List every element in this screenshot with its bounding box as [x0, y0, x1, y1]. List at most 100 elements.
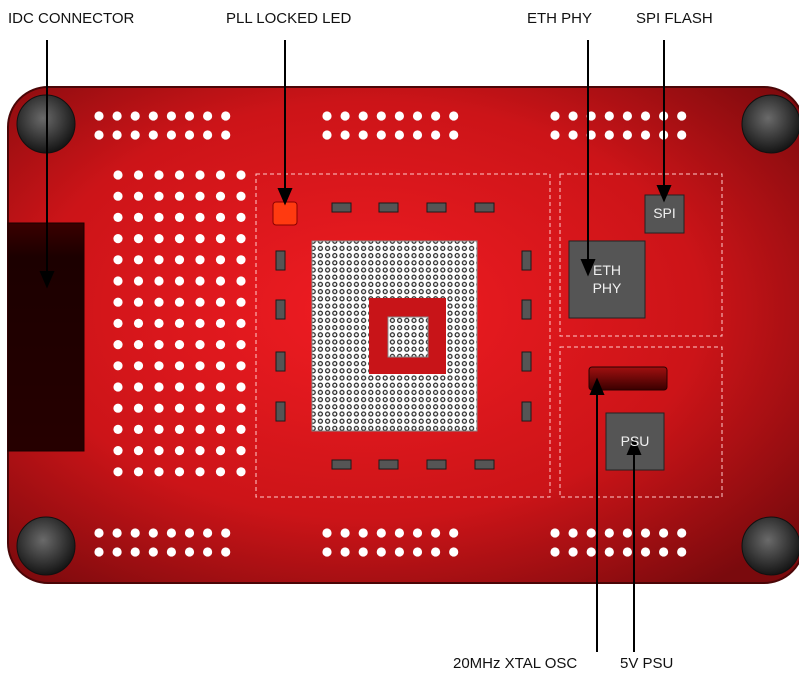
- pin-hole: [215, 382, 226, 392]
- pin-hole: [133, 234, 144, 244]
- pin-hole: [195, 212, 205, 222]
- smd-resistor: [275, 299, 286, 320]
- pin-hole: [659, 528, 669, 538]
- pin-hole: [154, 403, 164, 413]
- idc-connector-label: IDC CONNECTOR: [8, 10, 135, 27]
- pin-hole: [394, 528, 404, 538]
- pin-hole: [130, 111, 140, 121]
- pin-hole: [215, 191, 226, 201]
- smd-resistor: [474, 459, 495, 470]
- pin-hole: [236, 403, 246, 413]
- pin-hole: [550, 111, 560, 121]
- pin-hole: [203, 130, 213, 140]
- pin-hole: [412, 528, 423, 538]
- smd-resistor: [521, 401, 532, 422]
- pin-hole: [203, 547, 213, 557]
- pin-hole: [568, 111, 578, 121]
- pin-hole: [195, 382, 205, 392]
- pin-hole: [358, 111, 368, 121]
- pin-hole: [195, 467, 205, 477]
- pin-hole: [236, 318, 246, 328]
- pin-hole: [322, 547, 332, 557]
- pin-hole: [154, 382, 164, 392]
- pin-hole: [236, 467, 246, 477]
- pin-hole: [133, 191, 144, 201]
- pin-hole: [113, 212, 123, 222]
- pin-hole: [133, 340, 144, 350]
- pin-hole: [130, 547, 140, 557]
- pin-hole: [174, 424, 185, 434]
- pin-hole: [236, 276, 246, 286]
- pin-hole: [568, 528, 578, 538]
- pin-hole: [112, 130, 122, 140]
- pin-hole: [154, 318, 164, 328]
- pin-hole: [113, 170, 123, 180]
- pin-hole: [215, 276, 226, 286]
- pin-hole: [431, 528, 441, 538]
- smd-resistor: [521, 351, 532, 372]
- pin-hole: [322, 528, 332, 538]
- pin-hole: [236, 446, 246, 456]
- pin-hole: [215, 403, 226, 413]
- pin-hole: [394, 547, 404, 557]
- pin-hole: [431, 111, 441, 121]
- pin-hole: [622, 528, 633, 538]
- pin-hole: [340, 547, 350, 557]
- pin-hole: [677, 528, 687, 538]
- pin-hole: [195, 446, 205, 456]
- pin-hole: [236, 191, 246, 201]
- pin-hole: [622, 547, 633, 557]
- pin-hole: [215, 318, 226, 328]
- pin-hole: [215, 467, 226, 477]
- pin-hole: [174, 446, 185, 456]
- pin-hole: [112, 111, 122, 121]
- pin-hole: [133, 318, 144, 328]
- pin-hole: [568, 130, 578, 140]
- pin-hole: [376, 130, 386, 140]
- pin-hole: [133, 424, 144, 434]
- pin-hole: [133, 255, 144, 265]
- pin-hole: [640, 547, 651, 557]
- pin-hole: [215, 446, 226, 456]
- pin-hole: [154, 297, 164, 307]
- pin-hole: [133, 403, 144, 413]
- pin-hole: [113, 276, 123, 286]
- pin-hole: [195, 424, 205, 434]
- pin-hole: [431, 130, 441, 140]
- pin-hole: [166, 528, 176, 538]
- pin-hole: [113, 361, 123, 371]
- pin-hole: [640, 130, 651, 140]
- xtal-osc-label: 20MHz XTAL OSC: [453, 655, 578, 672]
- pin-hole: [215, 234, 226, 244]
- spi-flash-label: SPI FLASH: [636, 10, 713, 27]
- pin-hole: [604, 130, 614, 140]
- pin-hole: [215, 340, 226, 350]
- pin-hole: [154, 340, 164, 350]
- pin-hole: [133, 297, 144, 307]
- pin-hole: [195, 276, 205, 286]
- pin-hole: [236, 234, 246, 244]
- smd-resistor: [378, 459, 399, 470]
- smd-resistor: [521, 299, 532, 320]
- pin-hole: [449, 130, 459, 140]
- pin-hole: [113, 424, 123, 434]
- pll-locked-led-label: PLL LOCKED LED: [226, 10, 352, 27]
- pin-hole: [394, 111, 404, 121]
- pin-hole: [215, 170, 226, 180]
- pin-hole: [113, 340, 123, 350]
- pin-hole: [195, 403, 205, 413]
- pin-hole: [449, 547, 459, 557]
- pin-hole: [154, 424, 164, 434]
- mounting-hole-bl: [16, 516, 76, 576]
- smd-resistor: [275, 250, 286, 271]
- pin-hole: [236, 297, 246, 307]
- pin-hole: [431, 547, 441, 557]
- pin-hole: [174, 297, 185, 307]
- power-region: [559, 346, 723, 498]
- pin-hole: [677, 111, 687, 121]
- pin-hole: [677, 547, 687, 557]
- pin-hole: [221, 528, 231, 538]
- pin-hole: [550, 130, 560, 140]
- pin-hole: [154, 446, 164, 456]
